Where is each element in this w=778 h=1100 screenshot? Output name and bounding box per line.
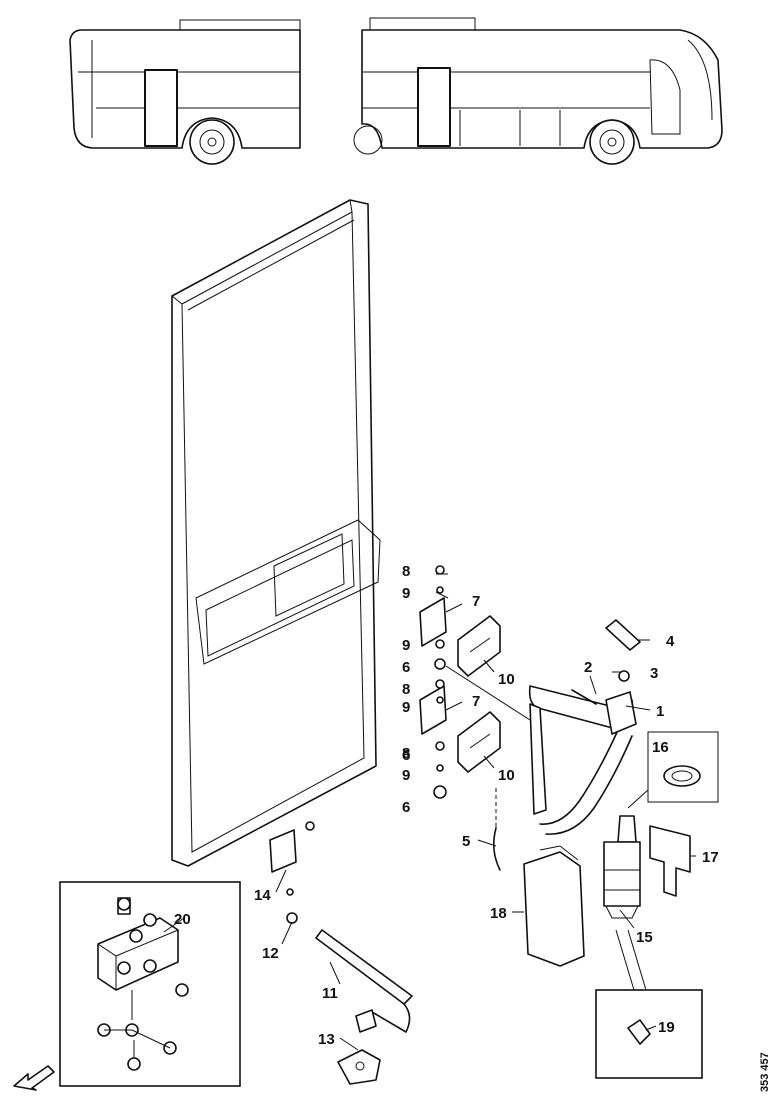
callout-6b: 6 [402, 747, 410, 764]
lower-hinge-assembly [269, 821, 413, 1085]
callout-3: 3 [650, 665, 658, 682]
callout-9a: 9 [402, 585, 410, 602]
callout-10a: 10 [498, 671, 515, 688]
callout-4: 4 [666, 633, 675, 650]
callout-5: 5 [462, 833, 470, 850]
callout-6c: 6 [402, 799, 410, 816]
inset-valve-block [59, 881, 241, 1087]
callout-14: 14 [254, 887, 271, 904]
callout-7a: 7 [472, 593, 480, 610]
compartment-door-panel [171, 199, 381, 867]
callout-2: 2 [584, 659, 592, 676]
callout-12: 12 [262, 945, 279, 962]
hinge-assembly [419, 565, 719, 1079]
callout-20: 20 [174, 911, 191, 928]
callout-6a: 6 [402, 659, 410, 676]
callout-7b: 7 [472, 693, 480, 710]
callout-13: 13 [318, 1031, 335, 1048]
leader-lines [163, 573, 696, 1051]
callout-9b: 9 [402, 637, 410, 654]
reference-number: 353 457 [759, 1052, 771, 1092]
callout-1: 1 [656, 703, 664, 720]
callout-16: 16 [652, 739, 669, 756]
callout-8b: 8 [402, 681, 410, 698]
callout-labels: 1 2 3 4 5 6 6 6 7 7 8 8 8 9 9 9 9 10 10 … [174, 563, 719, 1048]
callout-17: 17 [702, 849, 719, 866]
callout-8c: 8 [402, 745, 410, 762]
bus-rear-illustration [69, 19, 301, 165]
callout-10b: 10 [498, 767, 515, 784]
callout-9c: 9 [402, 699, 410, 716]
callout-19: 19 [658, 1019, 675, 1036]
callout-18: 18 [490, 905, 507, 922]
callout-15: 15 [636, 929, 653, 946]
bus-front-illustration [353, 17, 723, 165]
callout-8a: 8 [402, 563, 410, 580]
callout-11: 11 [322, 985, 338, 1002]
arrow-icon [13, 1065, 55, 1091]
callout-9d: 9 [402, 767, 410, 784]
